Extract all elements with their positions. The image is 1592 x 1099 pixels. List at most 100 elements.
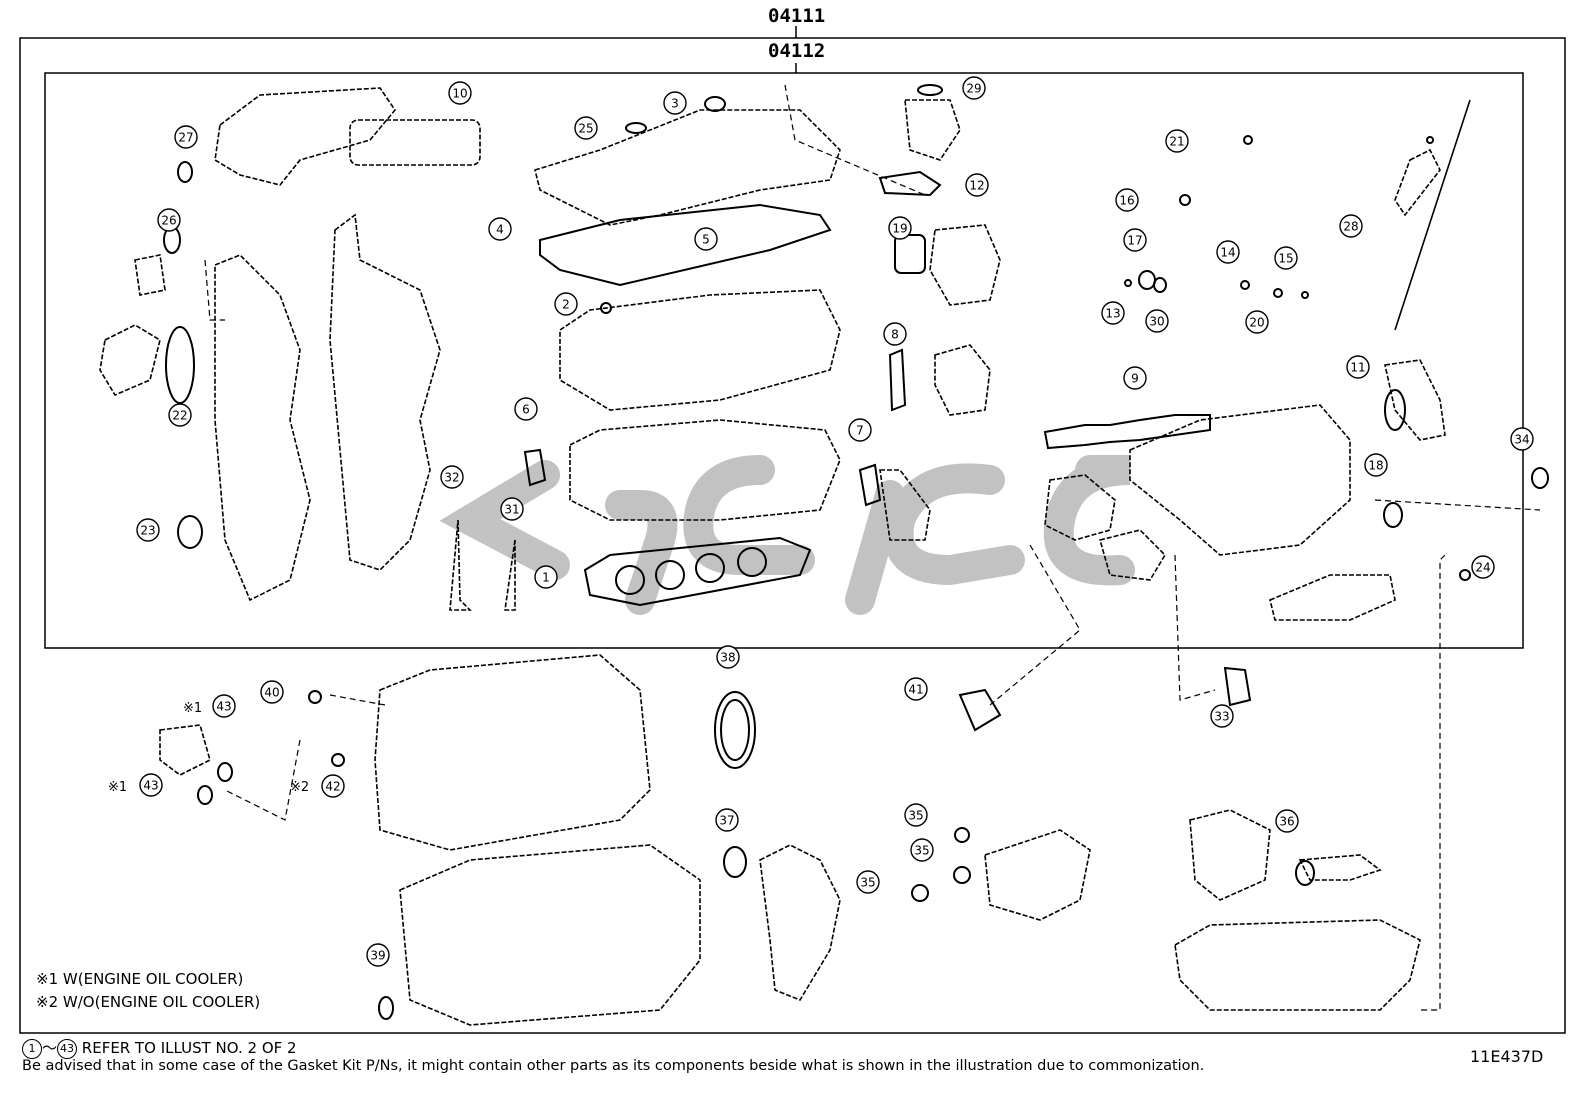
svg-text:19: 19 [892,222,907,236]
callout-42: 42 [321,774,345,798]
callout-39: 39 [366,943,390,967]
svg-text:35: 35 [914,844,929,858]
callout-8: 8 [883,322,907,346]
svg-text:24: 24 [1475,561,1490,575]
callout-4: 4 [488,217,512,241]
svg-text:22: 22 [172,409,187,423]
svg-text:40: 40 [264,686,279,700]
footnote-oil-cooler-without: ※2 W/O(ENGINE OIL COOLER) [36,993,260,1011]
callout-41: 41 [904,677,928,701]
callout-38: 38 [716,645,740,669]
svg-text:7: 7 [856,424,864,438]
parts-line-art [99,87,1471,1026]
svg-text:28: 28 [1343,220,1358,234]
svg-text:3: 3 [671,97,679,111]
svg-text:4: 4 [496,223,504,237]
refer-text: REFER TO ILLUST NO. 2 OF 2 [81,1039,297,1057]
callout-29: 29 [962,76,986,100]
callout-19: 19 [888,216,912,240]
note2-text: W/O(ENGINE OIL COOLER) [62,993,261,1011]
kit-frames [19,26,1566,1034]
callout-35: 35 [910,838,934,862]
callout-15: 15 [1274,246,1298,270]
illustration-id: 11E437D [1470,1047,1544,1066]
callout-6: 6 [514,397,538,421]
svg-text:12: 12 [969,179,984,193]
note1-text: W(ENGINE OIL COOLER) [62,970,244,988]
footer-refer-line: 1～43 REFER TO ILLUST NO. 2 OF 2 [22,1037,297,1059]
svg-text:15: 15 [1278,252,1293,266]
svg-text:1: 1 [542,571,550,585]
svg-text:9: 9 [1131,372,1139,386]
svg-text:13: 13 [1105,307,1120,321]
svg-text:43: 43 [216,700,231,714]
svg-text:10: 10 [452,87,467,101]
callout-13: 13 [1101,301,1125,325]
range-start-badge: 1 [22,1038,42,1059]
svg-text:23: 23 [140,524,155,538]
svg-text:27: 27 [178,131,193,145]
callout-17: 17 [1123,228,1147,252]
svg-text:16: 16 [1119,194,1134,208]
footnote-oil-cooler-with: ※1 W(ENGINE OIL COOLER) [36,970,243,988]
svg-text:36: 36 [1279,815,1294,829]
callout-26: 26 [157,208,181,232]
kit-part-number-outer: 04111 [768,5,826,27]
callout-12: 12 [965,173,989,197]
svg-text:29: 29 [966,82,981,96]
svg-text:26: 26 [161,214,176,228]
footer-disclaimer: Be advised that in some case of the Gask… [22,1058,1205,1074]
svg-text:17: 17 [1127,234,1142,248]
callout-28: 28 [1339,214,1363,238]
svg-text:14: 14 [1220,246,1235,260]
note2-mark: ※2 [36,993,59,1011]
cylinder-head-gasket [583,536,812,607]
callout-18: 18 [1364,453,1388,477]
svg-text:39: 39 [370,949,385,963]
svg-text:21: 21 [1169,135,1184,149]
svg-text:35: 35 [860,876,875,890]
svg-text:43: 43 [143,779,158,793]
callout-43: 43 [139,773,163,797]
note1-mark: ※1 [36,970,59,988]
svg-text:8: 8 [891,328,899,342]
svg-text:34: 34 [1514,433,1529,447]
callout-36: 36 [1275,809,1299,833]
callout-11: 11 [1346,355,1370,379]
note-mark-label: ※2 [290,780,309,795]
outer-kit-frame [19,37,1566,1034]
svg-text:2: 2 [562,298,570,312]
callout-32: 32 [440,465,464,489]
note-mark-label: ※1 [183,701,202,716]
range-end-badge: 43 [57,1038,78,1059]
callout-1: 1 [534,565,558,589]
callout-2: 2 [554,292,578,316]
svg-text:41: 41 [908,683,923,697]
note-mark-label: ※1 [108,780,127,795]
svg-text:35: 35 [908,809,923,823]
callout-14: 14 [1216,240,1240,264]
kit-part-number-inner: 04112 [768,40,826,62]
callout-5: 5 [694,227,718,251]
callout-37: 37 [715,808,739,832]
svg-text:42: 42 [325,780,340,794]
callout-33: 33 [1210,704,1234,728]
callout-40: 40 [260,680,284,704]
leader-lines [204,84,1541,1011]
inner-kit-frame [44,72,1524,649]
svg-text:33: 33 [1214,710,1229,724]
callout-25: 25 [574,116,598,140]
rear-oil-seal [714,691,756,769]
callout-35: 35 [904,803,928,827]
watermark-logo [439,455,1135,615]
callout-3: 3 [663,91,687,115]
svg-text:11: 11 [1350,361,1365,375]
callout-23: 23 [136,518,160,542]
svg-text:30: 30 [1149,315,1164,329]
svg-text:38: 38 [720,651,735,665]
callout-31: 31 [500,497,524,521]
svg-text:25: 25 [578,122,593,136]
callout-9: 9 [1123,366,1147,390]
callout-21: 21 [1165,129,1189,153]
